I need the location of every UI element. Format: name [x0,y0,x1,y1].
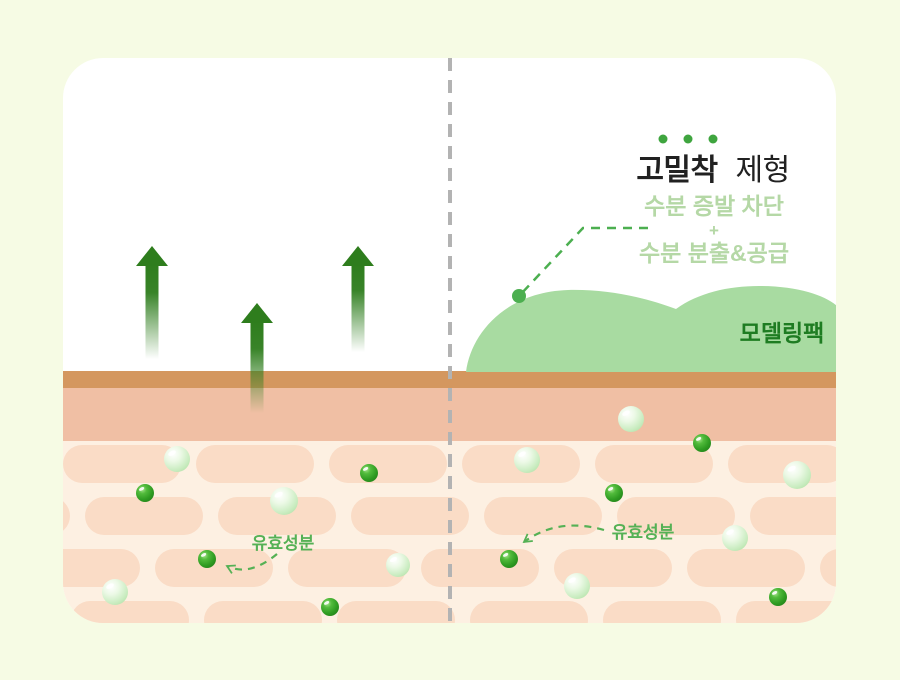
skin-cell [155,549,273,587]
ingredient-label-left: 유효성분 [252,534,315,553]
ingredient-ball-light [783,461,811,489]
ball-highlight [502,553,509,557]
ball-highlight [274,491,283,498]
modeling-pack-blob [466,286,836,372]
formula-title: 고밀착 제형 [636,154,789,187]
ball-highlight [787,465,796,472]
skin-cell [337,601,455,623]
pack-label: 모델링팩 [740,320,825,346]
ingredient-ball-light [564,573,590,599]
evaporation-arrow-head [342,246,374,266]
skin-cell [204,601,322,623]
benefit-plus: + [709,221,719,240]
ball-highlight [138,487,145,491]
ingredient-ball-dark [500,550,518,568]
ingredient-ball-light [722,525,748,551]
skin-cell [687,549,805,587]
skin-cell [351,497,469,535]
ingredient-label-right: 유효성분 [612,523,675,542]
skin-cells-layer [63,445,836,623]
ball-highlight [200,553,207,557]
ingredient-ball-light [164,446,190,472]
skin-cell [736,601,836,623]
ingredient-ball-dark [321,598,339,616]
evaporation-arrow-head [136,246,168,266]
ingredient-ball-dark [360,464,378,482]
skin-cell [617,497,735,535]
evaporation-arrow-head [241,303,273,323]
ball-highlight [362,467,369,471]
skin-cell [196,445,314,483]
evaporation-arrow-shaft [145,264,159,359]
ingredient-arrow-right [522,524,605,544]
ball-highlight [695,437,702,441]
ingredient-ball-dark [769,588,787,606]
ball-highlight [389,557,397,563]
ball-highlight [323,601,330,605]
ingredient-ball-dark [605,484,623,502]
pack-callout-line [520,226,648,295]
skin-cell [603,601,721,623]
ingredient-ball-light [270,487,298,515]
skin-cell [750,497,836,535]
accent-dot [683,134,693,144]
skin-cell [728,445,836,483]
formula-title-regular: 제형 [735,154,789,187]
formula-title-bold: 고밀착 [636,154,718,187]
evaporation-arrows [136,246,374,413]
benefit-line1: 수분 증발 차단 [644,193,784,219]
skin-cell [71,601,189,623]
pack-callout-dot [512,289,526,303]
ball-highlight [771,591,778,595]
skin-cell [329,445,447,483]
skin-cell [218,497,336,535]
evaporation-arrow-shaft [351,264,365,352]
ingredient-ball-dark [136,484,154,502]
ball-highlight [607,487,614,491]
skin-cell [63,445,181,483]
benefit-line2: 수분 분출&공급 [639,240,789,266]
accent-dot [708,134,718,144]
skin-cell [63,549,140,587]
skin-cell [484,497,602,535]
ingredient-balls [102,406,811,616]
skin-cell [85,497,203,535]
ingredient-ball-light [618,406,644,432]
ball-highlight [568,577,576,583]
ingredient-ball-light [102,579,128,605]
ingredient-arrow-left [225,553,278,574]
ball-highlight [106,583,114,589]
skin-cell [595,445,713,483]
ingredient-ball-dark [198,550,216,568]
skin-cell [470,601,588,623]
evaporation-arrow-shaft [250,321,264,413]
ingredient-ball-light [386,553,410,577]
skin-cell [288,549,406,587]
ball-highlight [622,410,630,416]
skin-cell [421,549,539,587]
accent-dot [658,134,668,144]
ingredient-ball-light [514,447,540,473]
ball-highlight [518,451,526,457]
ingredient-ball-dark [693,434,711,452]
ball-highlight [168,450,176,456]
ball-highlight [726,529,734,535]
